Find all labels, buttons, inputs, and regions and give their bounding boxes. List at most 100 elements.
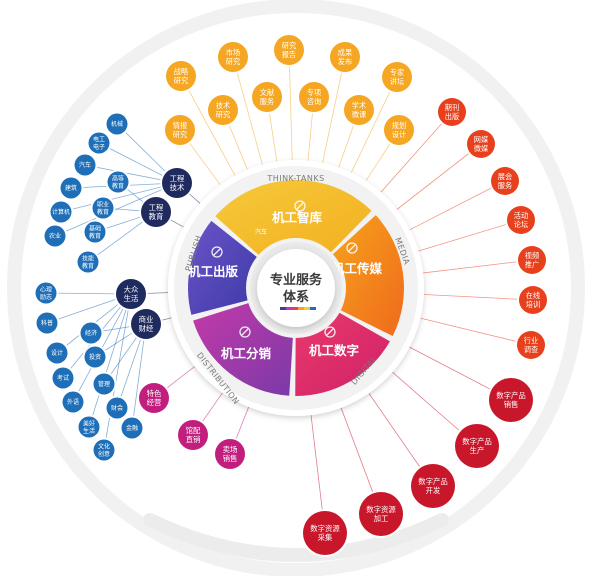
digital-node-label: 数字产品 (496, 391, 526, 400)
publish-leaf-label: 心理 (40, 286, 52, 293)
publish-leaf[interactable]: 管理 (91, 371, 117, 397)
think-tank-node-label: 讲坛 (390, 77, 404, 86)
think-tank-node-label: 研究 (216, 110, 230, 119)
center-title-line1: 专业服务 (270, 272, 323, 288)
publish-leaf-label: 教育 (97, 208, 109, 216)
publish-hub-label: 财经 (139, 324, 154, 333)
publish-leaf[interactable]: 经济 (78, 320, 104, 346)
publish-leaf-connector (131, 323, 147, 429)
media-node-connector (396, 143, 482, 210)
segment-publish[interactable]: 机工出版 (187, 220, 257, 315)
center-title-line2: 体系 (283, 289, 309, 305)
think-tank-node-label: 服务 (260, 97, 274, 106)
publish-leaf-label: 高等 (112, 174, 124, 182)
publish-leaf-label: 科普 (41, 319, 53, 327)
publish-leaf[interactable]: 投资 (82, 344, 108, 370)
publish-leaf[interactable]: 汽车 (72, 152, 98, 178)
publish-hub-label: 工程 (149, 203, 164, 212)
publish-leaf-label: 教育 (112, 182, 124, 190)
segment-publish-shape (187, 220, 257, 315)
publish-leaf-label: 经济 (85, 329, 97, 337)
pen-icon (211, 246, 223, 258)
publish-leaf-label: 励志 (40, 293, 52, 301)
think-tank-node-label: 专家 (390, 68, 404, 77)
publish-leaf[interactable]: 财会 (104, 395, 130, 421)
publish-hub-label: 大众 (124, 285, 139, 294)
digital-node-label: 开发 (426, 486, 441, 495)
media-node-label: 行业 (524, 336, 538, 345)
handshake-icon (239, 326, 251, 338)
media-node-connector (409, 180, 506, 231)
publish-leaf[interactable]: 科普 (34, 310, 60, 336)
segment-think-tanks-sub: 汽车 (255, 228, 267, 236)
think-tank-node-connector (232, 56, 263, 165)
publish-leaf[interactable]: 金融 (119, 415, 145, 441)
publish-leaf-label: 管理 (98, 380, 110, 388)
media-node-label: 出版 (445, 112, 459, 121)
media-node-connector (423, 259, 533, 274)
media-node-connector (420, 317, 532, 346)
publish-leaf[interactable]: 建筑 (58, 175, 84, 201)
publish-leaf-label: 基础 (89, 224, 101, 232)
think-tank-node-label: 学术 (352, 101, 366, 110)
media-node-label: 活动 (514, 211, 528, 220)
publish-leaf[interactable]: 机械 (104, 111, 130, 137)
publish-leaf[interactable]: 计算机 (48, 199, 74, 225)
publish-leaf[interactable]: 农业 (42, 223, 68, 249)
digital-node-label: 数字资源 (366, 505, 396, 514)
think-tank-node-label: 研究 (173, 130, 187, 139)
publish-leaf[interactable]: 考试 (50, 365, 76, 391)
publish-leaf[interactable]: 外语 (60, 389, 86, 415)
segment-digital[interactable]: 机工数字 (295, 312, 390, 396)
segment-media[interactable]: 机工传媒 (332, 215, 404, 337)
think-tank-node-label: 技术 (216, 101, 230, 110)
distribution-node-label: 销售 (223, 454, 238, 463)
segment-distribution[interactable]: 机工分销 (193, 303, 293, 396)
publish-leaf[interactable]: 设计 (44, 340, 70, 366)
publish-leaf-label: 计算机 (52, 208, 70, 216)
publish-leaf-label: 金融 (126, 424, 138, 432)
think-tank-node-label: 成果 (338, 48, 352, 57)
